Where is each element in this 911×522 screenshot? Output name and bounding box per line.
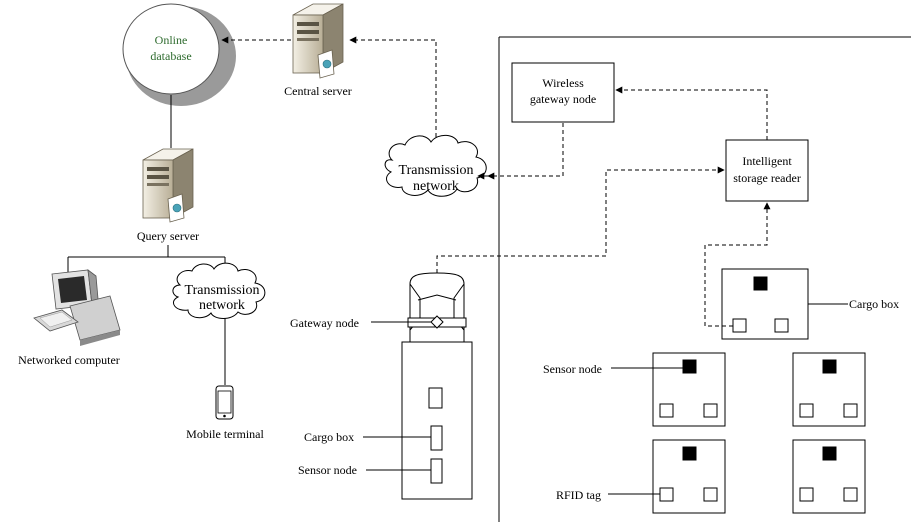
cargo-box-bottom-left [652, 439, 726, 514]
wireless-gateway-node-label-line2: gateway node [530, 92, 596, 106]
query-server-icon [142, 148, 194, 223]
online-database: Online database [122, 3, 236, 106]
cargo-box-middle-left [652, 352, 726, 427]
computer-icon [33, 269, 121, 346]
rfid-tag-label: RFID tag [556, 488, 601, 502]
sensor-node-truck-label: Sensor node [298, 463, 357, 477]
sensor-node-warehouse-label: Sensor node [543, 362, 602, 376]
online-database-label-line2: database [150, 49, 191, 63]
truck-sensor-node [430, 458, 443, 484]
transmission-network-left-label-line1: Transmission [185, 283, 260, 298]
connection-network-to-central-server [349, 36, 437, 137]
central-server-icon [292, 3, 344, 79]
online-database-label-line1: Online [155, 33, 188, 47]
intelligent-storage-reader-label-line2: storage reader [733, 171, 801, 185]
transmission-network-left-label-line2: network [199, 298, 245, 313]
gateway-node-marker [430, 315, 444, 329]
gateway-node-label: Gateway node [290, 316, 359, 330]
mobile-terminal-label: Mobile terminal [186, 427, 264, 441]
cargo-box-reader [721, 268, 809, 340]
connection-truck-to-reader [436, 166, 725, 273]
transmission-network-cloud-left [172, 262, 266, 319]
connection-reader-to-gateway [615, 86, 768, 140]
connection-gateway-network [487, 123, 564, 180]
transmission-network-center-label-line1: Transmission [399, 163, 474, 178]
warehouse-boundary [498, 36, 911, 522]
truck-box-top [428, 387, 443, 409]
truck-cargo-box [430, 425, 443, 451]
networked-computer-label: Networked computer [18, 353, 120, 367]
truck [401, 272, 473, 500]
wireless-gateway-node-label-line1: Wireless [542, 76, 584, 90]
wireless-gateway-node-box [511, 62, 615, 123]
truck-cab [409, 272, 465, 343]
query-server-label: Query server [137, 229, 199, 243]
database-ellipse [122, 3, 220, 95]
cargo-box-truck-label: Cargo box [304, 430, 354, 444]
connection-tag-to-reader [704, 202, 771, 327]
cargo-box-warehouse-label: Cargo box [849, 297, 899, 311]
data-flow-connections [221, 36, 771, 327]
transmission-network-center-label-line2: network [413, 179, 459, 194]
intelligent-storage-reader-label-line1: Intelligent [742, 154, 792, 168]
central-server-label: Central server [284, 84, 352, 98]
cargo-box-bottom-right [792, 439, 866, 514]
cargo-box-middle-right [792, 352, 866, 427]
mobile-phone-icon [215, 385, 234, 420]
transmission-network-cloud-center [384, 134, 487, 197]
